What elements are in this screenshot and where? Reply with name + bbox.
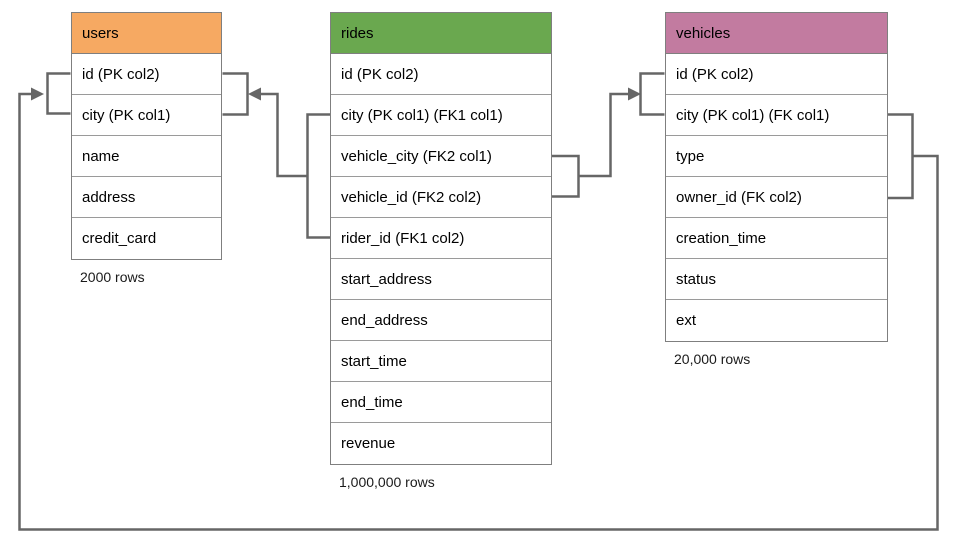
column-row: ext (666, 300, 887, 341)
row-count-label: 1,000,000 rows (339, 474, 435, 490)
column-row: id (PK col2) (331, 54, 551, 95)
fk3-vehicles-key-bracket (887, 113, 914, 200)
fk3-connector-line (18, 92, 939, 531)
column-row: city (PK col1) (FK col1) (666, 95, 887, 136)
column-row: rider_id (FK1 col2) (331, 218, 551, 259)
fk3-arrowhead-icon (31, 87, 44, 101)
fk1-arrowhead-icon (248, 87, 261, 101)
column-row: credit_card (72, 218, 221, 259)
fk2-arrowhead-icon (628, 87, 641, 101)
fk2-vehicles-key-bracket (639, 72, 665, 116)
column-row: vehicle_city (FK2 col1) (331, 136, 551, 177)
column-row: status (666, 259, 887, 300)
column-row: address (72, 177, 221, 218)
table-header: vehicles (666, 13, 887, 54)
column-row: creation_time (666, 218, 887, 259)
column-row: city (PK col1) (FK1 col1) (331, 95, 551, 136)
column-row: id (PK col2) (72, 54, 221, 95)
column-row: id (PK col2) (666, 54, 887, 95)
column-row: name (72, 136, 221, 177)
column-row: city (PK col1) (72, 95, 221, 136)
fk2-rides-key-bracket (551, 154, 580, 198)
fk1-users-key-bracket (222, 72, 249, 116)
fk2-connector-line (578, 92, 628, 178)
column-row: start_time (331, 341, 551, 382)
column-row: end_time (331, 382, 551, 423)
table-header: users (72, 13, 221, 54)
fk3-users-key-bracket (46, 72, 71, 115)
column-row: owner_id (FK col2) (666, 177, 887, 218)
table-header: rides (331, 13, 551, 54)
column-row: vehicle_id (FK2 col2) (331, 177, 551, 218)
fk1-rides-key-bracket (306, 113, 331, 239)
column-row: type (666, 136, 887, 177)
column-row: revenue (331, 423, 551, 464)
fk1-connector-line (251, 92, 308, 178)
column-row: end_address (331, 300, 551, 341)
column-row: start_address (331, 259, 551, 300)
row-count-label: 20,000 rows (674, 351, 751, 367)
row-count-label: 2000 rows (80, 269, 145, 285)
